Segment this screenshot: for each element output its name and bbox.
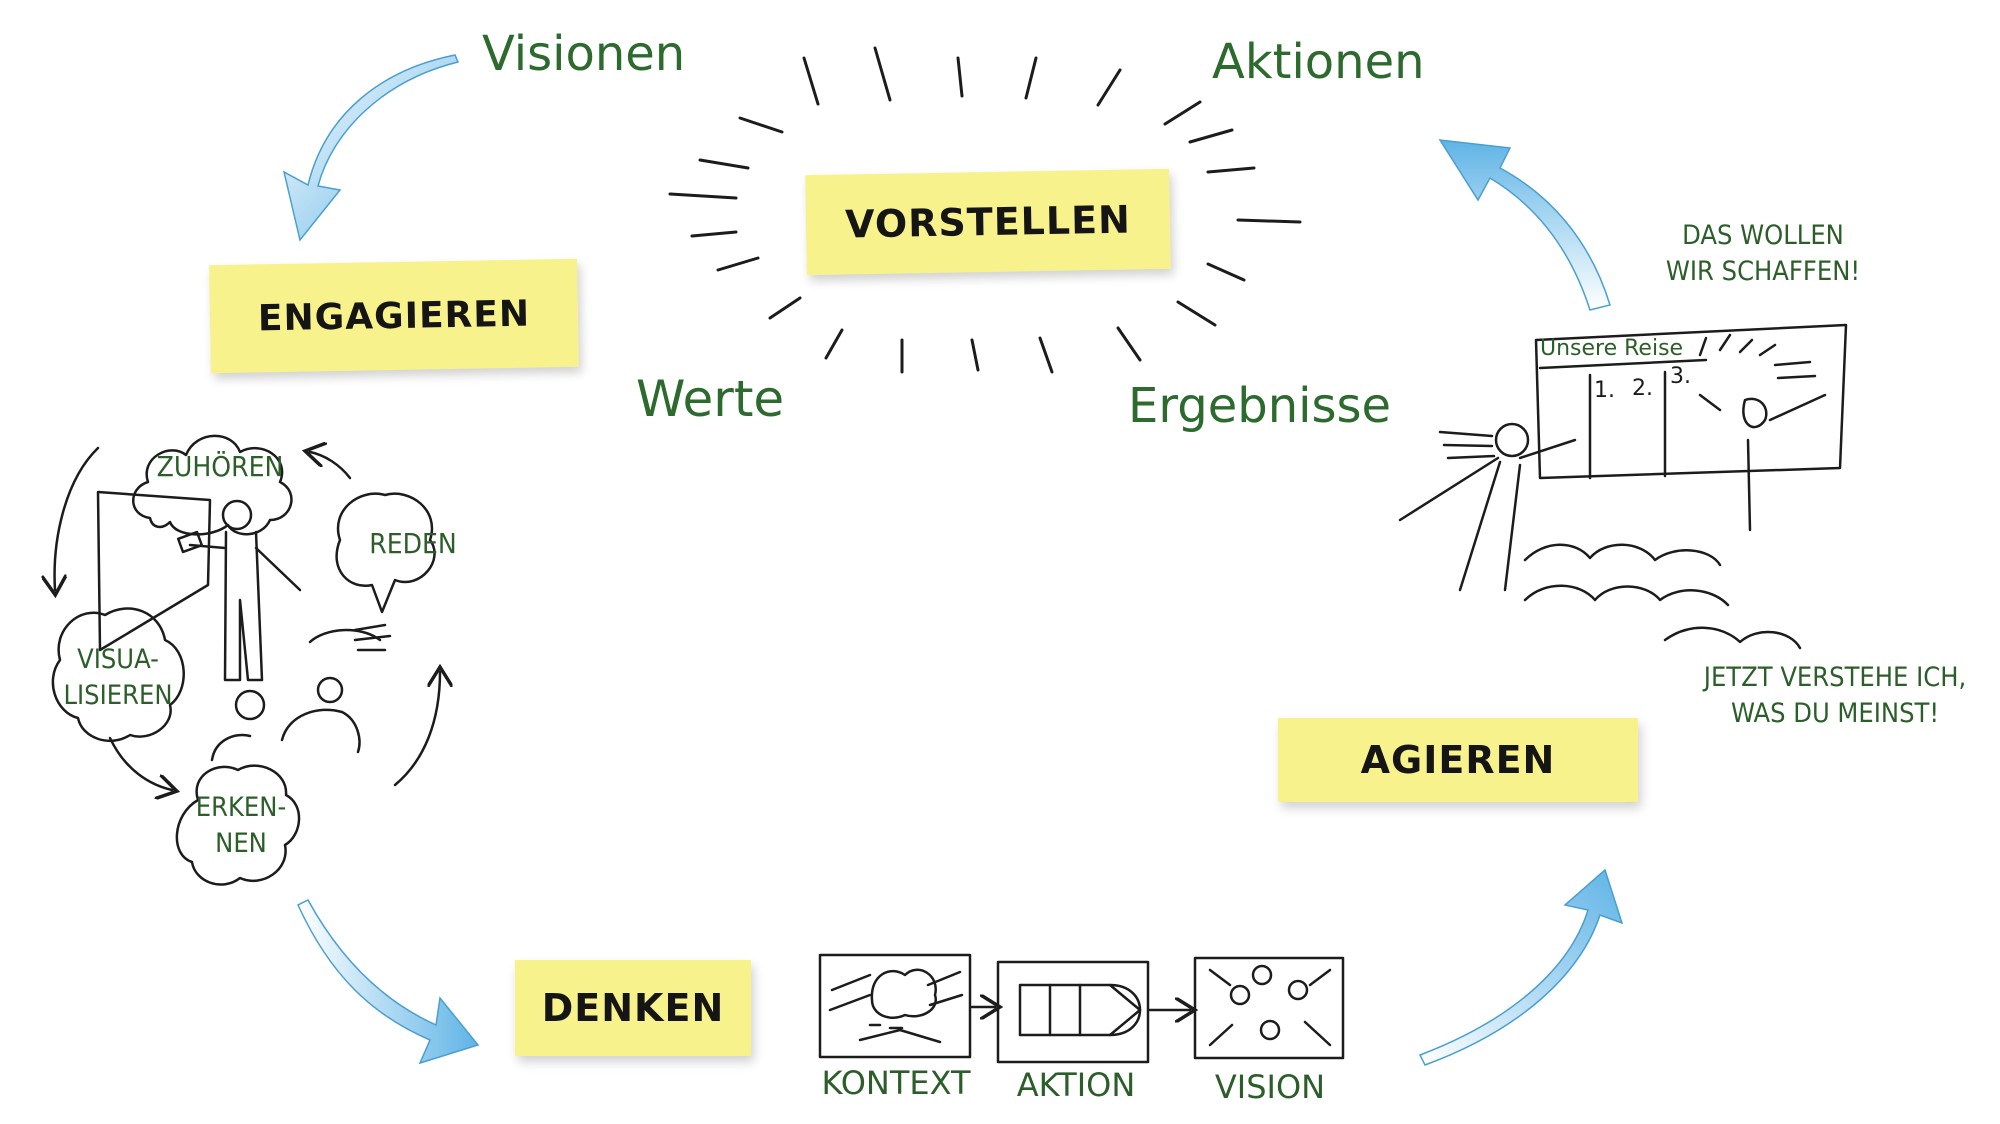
denken-step-vision: VISION [1214, 1068, 1326, 1106]
engage-label-erkennen: ERKEN- NEN [195, 792, 287, 860]
sticky-note-denken: DENKEN [515, 960, 751, 1056]
cycle-arrow-visionen-to-engagieren [282, 54, 460, 242]
denken-step-aktion: AKTION [1016, 1066, 1136, 1104]
audience-head-icon [316, 676, 344, 704]
presenter-head-icon [1494, 422, 1530, 458]
engage-sketch [51, 434, 440, 886]
sun-rays [668, 46, 1302, 374]
quote-das-wollen-wir-schaffen: DAS WOLLEN WIR SCHAFFEN! [1665, 220, 1861, 288]
keyword-aktionen: Aktionen [1212, 34, 1425, 90]
cycle-arrow-denken-to-agieren [1418, 868, 1624, 1066]
board-title-unsere-reise: Unsere Reise [1540, 336, 1684, 361]
engage-label-zuhoeren: ZUHÖREN [156, 450, 284, 483]
person-head-icon [221, 499, 253, 531]
presenter2-head-icon [1742, 397, 1768, 429]
sticky-note-agieren: AGIEREN [1278, 718, 1638, 802]
engage-label-reden: REDEN [369, 527, 457, 560]
keyword-visionen: Visionen [482, 26, 686, 82]
agieren-sketch [1398, 323, 1848, 650]
stage-label-vorstellen: VORSTELLEN [844, 197, 1132, 247]
stage-label-agieren: AGIEREN [1360, 738, 1556, 782]
cloud-erkennen-icon [175, 764, 301, 886]
flipchart-board-icon [96, 490, 212, 652]
cycle-arrow-agieren-to-aktionen [1438, 139, 1611, 311]
sticky-note-engagieren: ENGAGIEREN [209, 258, 579, 374]
denken-sketches [818, 953, 1345, 1064]
kontext-sketch-icon [818, 953, 972, 1059]
denken-step-kontext: KONTEXT [821, 1064, 971, 1102]
keyword-werte: Werte [636, 370, 785, 428]
stage-label-denken: DENKEN [541, 986, 725, 1030]
stage-label-engagieren: ENGAGIEREN [257, 293, 531, 339]
board-step-2: 2. [1632, 376, 1653, 401]
cycle-arrow-engagieren-to-denken [297, 899, 480, 1065]
board-step-1: 1. [1594, 378, 1615, 403]
audience-head-icon [234, 689, 266, 721]
board-step-3: 3. [1670, 364, 1691, 389]
speech-bubble-reden-icon [335, 492, 436, 614]
cloud-visualisieren-icon [51, 607, 185, 743]
presentation-board-icon [1534, 323, 1848, 480]
keyword-ergebnisse: Ergebnisse [1128, 378, 1391, 434]
sticky-note-vorstellen: VORSTELLEN [805, 168, 1171, 276]
quote-jetzt-verstehe-ich: JETZT VERSTEHE ICH, WAS DU MEINST! [1703, 662, 1967, 730]
vision-sketch-icon [1193, 956, 1345, 1060]
engage-label-visualisieren: VISUA- LISIEREN [63, 644, 173, 712]
cloud-zuhoeren-icon [132, 434, 293, 536]
